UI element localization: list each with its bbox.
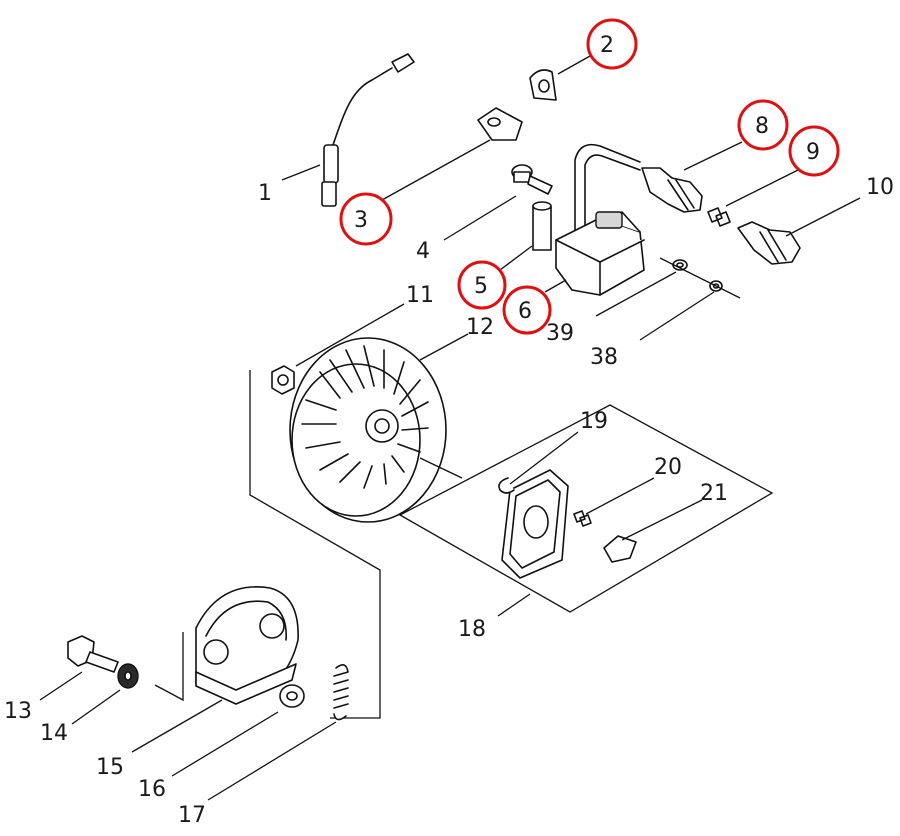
callout-14: 14 xyxy=(40,721,68,746)
callout-16: 16 xyxy=(138,777,166,802)
clutch-group-frame xyxy=(154,632,184,702)
callout-5: 5 xyxy=(474,274,488,299)
starter-pawl-frame xyxy=(398,404,774,613)
callout-10: 10 xyxy=(866,175,894,200)
callout-19: 19 xyxy=(580,409,608,434)
callout-38: 38 xyxy=(590,345,618,370)
part-17-spring xyxy=(333,664,349,721)
part-6-ignition-coil xyxy=(555,143,645,296)
part-2-grommet xyxy=(529,69,557,101)
part-8-plug-cap xyxy=(641,167,703,213)
callout-3: 3 xyxy=(354,208,368,233)
part-14-washer xyxy=(117,663,139,689)
callout-9: 9 xyxy=(806,140,820,165)
callout-2: 2 xyxy=(600,33,614,58)
part-19-circlip xyxy=(498,477,515,494)
part-16-washer xyxy=(279,684,305,708)
part-3-cable-clamp xyxy=(477,107,523,141)
highlight-circle-2 xyxy=(586,18,638,70)
callout-13: 13 xyxy=(4,699,32,724)
part-4-screw xyxy=(511,164,553,195)
part-39-washer xyxy=(672,259,688,271)
part-9-spring xyxy=(707,207,731,227)
part-1-spark-lead xyxy=(321,53,415,207)
part-15-clutch xyxy=(195,586,299,705)
callout-6: 6 xyxy=(518,299,532,324)
part-12-flywheel xyxy=(289,337,447,523)
callout-12: 12 xyxy=(466,315,494,340)
callout-17: 17 xyxy=(178,803,206,828)
highlight-circle-5 xyxy=(457,260,507,310)
part-11-flywheel-nut xyxy=(271,365,295,395)
part-18-starter-plate xyxy=(501,469,569,579)
callout-20: 20 xyxy=(654,455,682,480)
part-13-bolt xyxy=(67,635,119,673)
callout-15: 15 xyxy=(96,755,124,780)
callout-8: 8 xyxy=(755,114,769,139)
highlight-circle-9 xyxy=(788,125,840,177)
part-5-spacer xyxy=(532,201,552,251)
callout-18: 18 xyxy=(458,617,486,642)
callout-39: 39 xyxy=(546,321,574,346)
part-10-terminal xyxy=(737,221,801,265)
highlight-circle-8 xyxy=(737,99,789,151)
leader-lines xyxy=(39,55,861,801)
highlight-circles xyxy=(339,18,840,335)
flywheel-group-frame xyxy=(249,370,381,719)
callout-4: 4 xyxy=(416,239,430,264)
highlight-circle-3 xyxy=(339,192,393,246)
coil-mount-axis xyxy=(659,257,741,299)
part-20-spring xyxy=(573,510,592,527)
callout-numbers: 1 2 3 4 5 6 8 9 10 11 12 13 14 15 16 17 … xyxy=(4,33,894,828)
callout-11: 11 xyxy=(406,283,434,308)
highlight-circle-6 xyxy=(502,285,552,335)
part-21-pawl xyxy=(603,535,637,563)
callout-21: 21 xyxy=(700,481,728,506)
callout-1: 1 xyxy=(258,181,272,206)
